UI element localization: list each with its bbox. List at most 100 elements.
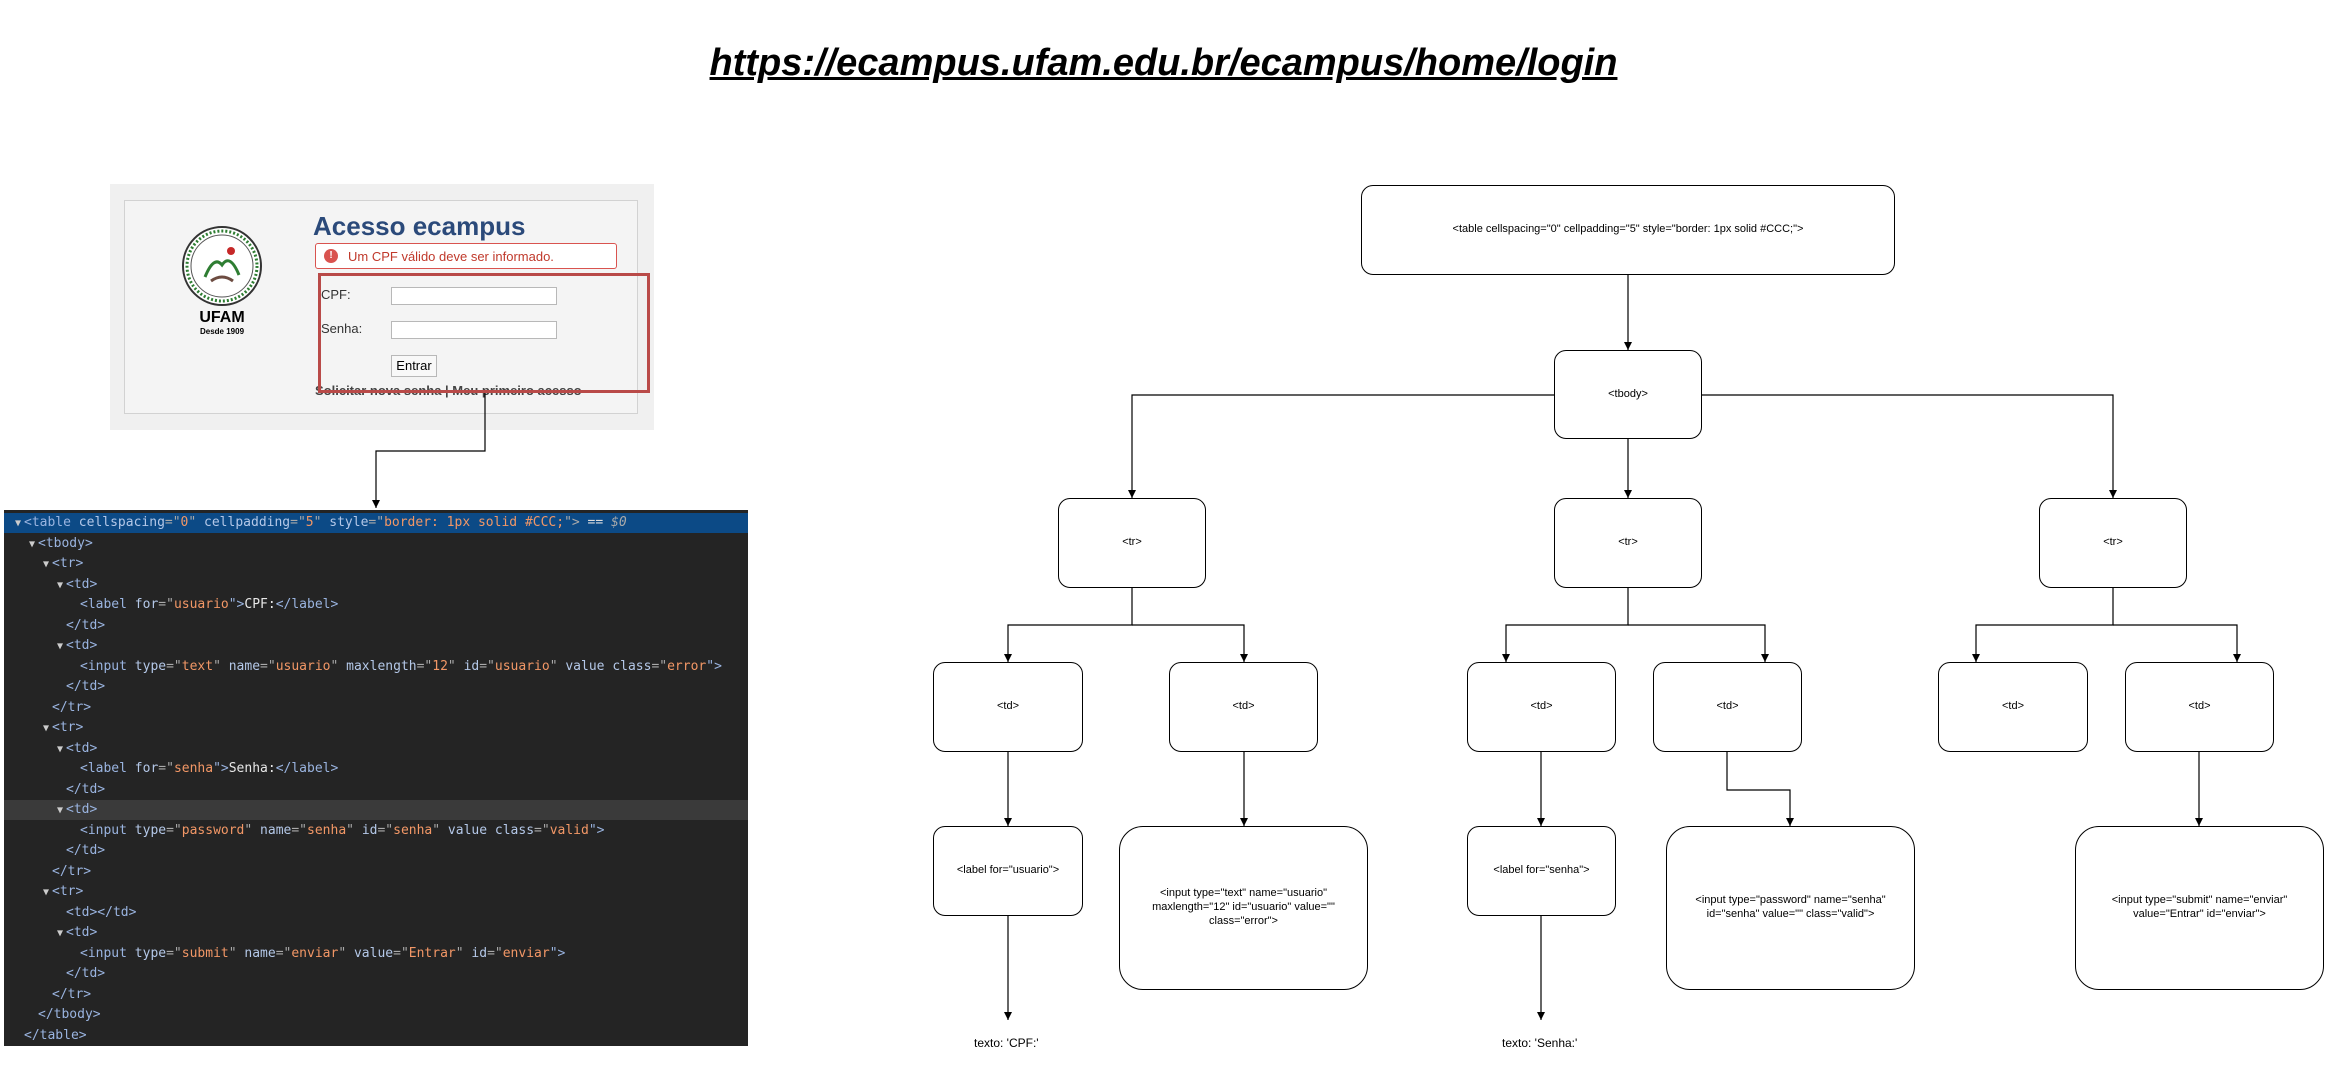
code-token: <tbody> [38,535,93,551]
expand-triangle-icon[interactable]: ▼ [56,641,64,652]
code-token: for [134,597,159,612]
senha-label: Senha: [321,321,363,336]
expand-triangle-icon[interactable]: ▼ [42,887,50,898]
code-token: " [244,822,261,838]
code-token: type [134,945,167,961]
code-token: submit [181,945,229,961]
leaf-text-senha: texto: 'Senha:' [1502,1036,1578,1050]
code-line[interactable]: </tr> [4,698,748,718]
code-line[interactable]: <label for="usuario">CPF:</label> [4,595,748,615]
code-line[interactable]: ▼<td> [4,575,748,595]
error-message: ! Um CPF válido deve ser informado. [315,243,617,269]
expand-triangle-icon[interactable]: ▼ [56,928,64,939]
code-line[interactable]: <input type="password" name="senha" id="… [4,821,748,841]
code-token: </tbody> [38,1007,101,1022]
code-line[interactable]: <input type="text" name="usuario" maxlen… [4,657,748,677]
code-line[interactable]: ▼<tr> [4,718,748,738]
expand-triangle-icon[interactable]: ▼ [14,518,22,529]
code-token: <tr> [52,720,84,735]
code-token: <td></td> [66,904,137,920]
code-token: password [181,822,245,838]
expand-triangle-icon[interactable]: ▼ [56,579,64,591]
code-token: =" [377,822,394,838]
leaf-text-cpf: texto: 'CPF:' [974,1036,1039,1050]
code-token: "> [213,761,229,776]
code-token: <input [80,822,135,838]
code-token: </tr> [52,986,92,1002]
node-input-usuario: <input type="text" name="usuario" maxlen… [1119,826,1368,990]
code-token: =" [290,515,306,530]
code-line[interactable]: ▼<tbody> [4,534,748,554]
highlight-rectangle [318,273,650,393]
expand-triangle-icon[interactable]: ▼ [56,743,64,755]
cpf-label: CPF: [321,287,351,302]
code-token: =" [166,945,182,961]
code-line[interactable]: </table> [4,1026,748,1046]
code-token: =" [291,822,308,838]
code-line[interactable]: ▼<td> [4,923,748,943]
code-token: =" [534,822,550,838]
code-line[interactable]: </td> [4,780,748,800]
code-line[interactable]: </td> [4,677,748,697]
code-token: value [565,658,613,674]
code-token: name [228,658,261,674]
code-token: =" [487,945,503,961]
code-line[interactable]: <label for="senha">Senha:</label> [4,759,748,779]
code-line[interactable]: ▼<tr> [4,554,748,574]
code-token: "> [564,515,580,530]
node-input-senha: <input type="password" name="senha" id="… [1666,826,1915,990]
code-token: $0 [611,515,627,530]
code-line[interactable]: </tr> [4,985,748,1005]
code-token: senha [173,761,214,776]
code-line[interactable]: </td> [4,841,748,861]
code-line[interactable]: </tr> [4,862,748,882]
code-line[interactable]: </tbody> [4,1005,748,1025]
code-token: usuario [173,597,229,612]
entrar-button[interactable]: Entrar [391,355,437,377]
code-line[interactable]: ▼<tr> [4,882,748,902]
node-td-6: <td> [2125,662,2274,752]
code-token: border: 1px solid #CCC; [384,515,565,530]
code-token: =" [275,945,292,961]
expand-triangle-icon[interactable]: ▼ [56,805,64,816]
expand-triangle-icon[interactable]: ▼ [42,723,50,734]
code-token: for [134,761,159,776]
code-token: <table [24,515,79,530]
login-heading: Acesso ecampus [313,211,526,241]
ufam-seal-logo [182,226,262,306]
code-token: </td> [66,617,106,633]
code-token: text [181,658,214,674]
code-token: </td> [66,966,106,981]
code-line[interactable]: </td> [4,616,748,636]
code-line[interactable]: ▼<table cellspacing="0" cellpadding="5" … [4,513,748,533]
code-line[interactable]: ▼<td> [4,800,748,820]
expand-triangle-icon[interactable]: ▼ [28,538,36,550]
code-token: </label> [275,761,339,776]
code-token: CPF: [244,597,276,612]
senha-input[interactable] [391,321,557,339]
code-line[interactable]: </td> [4,964,748,984]
error-text: Um CPF válido deve ser informado. [348,249,554,264]
code-line[interactable]: ▼<td> [4,636,748,656]
code-token: <tr> [52,884,84,899]
code-token: " [338,945,354,961]
code-line[interactable]: <td></td> [4,903,748,923]
node-td-2: <td> [1169,662,1318,752]
code-token: =" [166,658,182,674]
code-token: <label [80,597,135,612]
code-line[interactable]: <input type="submit" name="enviar" value… [4,944,748,964]
expand-triangle-icon[interactable]: ▼ [42,559,50,570]
code-token: name [260,822,292,838]
code-token: =" [479,658,495,674]
code-line[interactable]: ▼<td> [4,739,748,759]
logo-name: UFAM [199,309,245,326]
code-token: " [346,822,362,838]
node-td-3: <td> [1467,662,1616,752]
cpf-input[interactable] [391,287,557,305]
code-token: style [329,515,369,530]
code-token: name [244,945,276,961]
node-label-usuario: <label for="usuario"> [933,826,1083,916]
code-token: " [330,658,347,674]
node-td-1: <td> [933,662,1083,752]
